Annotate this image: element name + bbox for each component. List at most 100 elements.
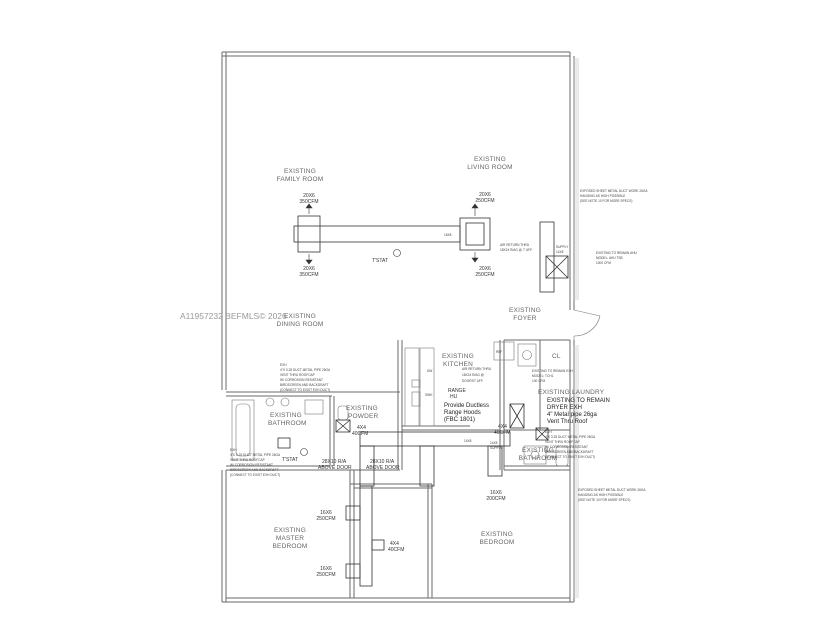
room-laundry: EXISTING LAUNDRY [538, 389, 605, 396]
dryer-note-line3: 4" Metal pipe 26ga [547, 412, 597, 418]
exh-right-line1: EXH [545, 430, 552, 434]
register-laundry-cfm: 40CFM [494, 430, 510, 436]
exh-left-bottom-line5: BIRDSCREEN AND BACKDRAFT [230, 468, 279, 472]
return-2-line3: DOORS7' AFF. [462, 379, 483, 383]
ahu-note-line1: EXISTING TO REMAIN AHU [596, 251, 637, 255]
exh-right-line2: 4"X 3.25 DUCT METAL PIPE 26GA [545, 435, 596, 439]
kitchen-sink: SINK [425, 393, 433, 397]
room-dining-line2: DINING ROOM [277, 321, 324, 328]
room-closet: CL [552, 353, 561, 360]
exh-left-bottom-line4: W/ CORROSION RESISTANT [230, 463, 273, 467]
register-master-1-size: 16X6 [320, 510, 332, 516]
kitchen-range: RANGE [448, 388, 466, 394]
register-master-2-cfm: 250CFM [316, 572, 335, 578]
exh-left-top-line1: EXH [280, 363, 287, 367]
return-2-line2: 18X24 R/AG @ [462, 373, 484, 377]
supply-vert-line1: SUPPLY [556, 245, 569, 249]
exh-left-bottom-line3: VENT THRU ROOFCAP [230, 458, 265, 462]
register-laundry-size: 4X4 [498, 424, 507, 430]
thermostat-label-1: T'STAT [372, 258, 388, 264]
room-foyer-line2: FOYER [513, 315, 536, 322]
hood-note-line3: (FBC 1801) [444, 417, 475, 423]
register-master-4x4-size: 4X4 [390, 541, 399, 547]
ra-left-line2: ABOVE DOOR [318, 465, 352, 471]
supply-right-line2: SUPPLY [490, 446, 503, 450]
kitchen-fixtures [404, 341, 537, 427]
walls [221, 51, 575, 603]
exh-note-1-line3: 100 CFM [532, 379, 545, 383]
exh-left-top-line3: VENT THRU ROOFCAP [280, 373, 315, 377]
kitchen-ref: REF [496, 350, 502, 354]
dryer-note-line2: DRYER EXH [547, 405, 582, 411]
room-bathroom-right-line1: EXISTING [522, 447, 554, 454]
register-master-2-size: 16X6 [320, 566, 332, 572]
room-master-line3: BEDROOM [273, 543, 308, 550]
room-living-line1: EXISTING [474, 156, 506, 163]
ra-right-line2: ABOVE DOOR [366, 465, 400, 471]
room-dining-line1: EXISTING [284, 313, 316, 320]
watermark: A11957232 BEFMLS© 2026 [180, 311, 287, 321]
ra-left-line1: 28X10 R/A [322, 459, 347, 465]
kitchen-dw: DW [427, 369, 432, 373]
return-1-line2: 18X24 R/AG @ 7' AFF. [500, 248, 533, 252]
thermostat-symbols [300, 249, 401, 456]
register-living-top-size: 20X6 [479, 192, 491, 198]
exh-left-top-line2: 4"X 3.25 DUCT METAL PIPE 26GA [280, 368, 331, 372]
duct-main-trunk: 16X8 [444, 233, 452, 237]
room-kitchen-line2: KITCHEN [443, 361, 473, 368]
duct-note-top-line1: EXPOSED SHEET METAL DUCT WORK 26GA [580, 189, 648, 193]
exh-note-1-line2: MODEL: TCH1 [532, 374, 554, 378]
return-1-line1: AIR RETURN THRU [500, 243, 530, 247]
exh-note-1-line1: EXISTING TO REMAIN EXH [532, 369, 573, 373]
duct-note-bottom-line3: (SEE NOTE 10 FOR MORE SPECS) [578, 498, 630, 502]
register-living-top-cfm: 250CFM [475, 198, 494, 204]
room-bedroom-line2: BEDROOM [480, 539, 515, 546]
airflow-arrows [305, 203, 479, 265]
room-bathroom-left-line1: EXISTING [270, 412, 302, 419]
room-powder-line2: POWDER [348, 413, 379, 420]
exh-left-top-line5: BIRDSCREEN AND BACKDRAFT [280, 383, 329, 387]
bathroom-fixtures [231, 397, 569, 467]
hood-note-line1: Provide Ductless [444, 403, 489, 409]
ra-right-line1: 28X10 R/A [370, 459, 395, 465]
foyer-door [573, 309, 601, 340]
room-family-line1: EXISTING [284, 168, 316, 175]
exh-left-bottom-line6: (CONNECT TO EXIST EXH DUCT) [230, 473, 280, 477]
hood-note-line2: Range Hoods [444, 410, 481, 416]
exh-right-line5: BIRDSCREEN AND BACKDRAFT [545, 450, 594, 454]
register-living-bottom-size: 20X6 [479, 266, 491, 272]
register-powder-size: 4X4 [357, 425, 366, 431]
register-powder-cfm: 40CFM [352, 431, 368, 437]
room-powder-line1: EXISTING [346, 405, 378, 412]
duct-note-top-line3: (SEE NOTE 10 FOR MORE SPECS) [580, 199, 632, 203]
register-family-top-cfm: 350CFM [299, 199, 318, 205]
exterior-wall-hatch [573, 58, 579, 598]
duct-kitchen-trunk: 14X8 [464, 439, 472, 443]
ahu-note-line3: 1000 CFM [596, 261, 611, 265]
supply-right-line1: 14X8 [490, 441, 498, 445]
register-master-4x4-cfm: 40CFM [388, 547, 404, 553]
ductwork [277, 215, 569, 587]
room-master-line1: EXISTING [274, 527, 306, 534]
room-foyer-line1: EXISTING [509, 307, 541, 314]
thermostat-label-2: T'STAT [282, 457, 298, 463]
duct-note-bottom-line2: HANGING AS HIGH POSSIBLE [578, 493, 623, 497]
exh-left-bottom-line2: 4"X 3.25 DUCT METAL PIPE 26GA [230, 453, 281, 457]
register-family-bottom-cfm: 350CFM [299, 272, 318, 278]
return-2-line1: AIR RETURN THRU [462, 367, 492, 371]
room-bathroom-right-line2: BATHROOM [519, 455, 558, 462]
exh-right-line4: W/ CORROSION RESISTANT [545, 445, 588, 449]
duct-note-bottom-line1: EXPOSED SHEET METAL DUCT WORK 26GA [578, 488, 646, 492]
room-bedroom-line1: EXISTING [481, 531, 513, 538]
duct-note-top-line2: HANGING AS HIGH POSSIBLE [580, 194, 625, 198]
ahu-note-line2: MODEL: AHU TSB [596, 256, 623, 260]
register-family-top-size: 20X6 [303, 193, 315, 199]
exh-left-top-line4: W/ CORROSION RESISTANT [280, 378, 323, 382]
register-hall-size: 16X6 [490, 490, 502, 496]
dryer-note-line4: Vent Thru Roof [547, 419, 588, 425]
room-bathroom-left-line2: BATHROOM [268, 420, 307, 427]
register-living-bottom-cfm: 250CFM [475, 272, 494, 278]
room-living-line2: LIVING ROOM [467, 164, 513, 171]
exh-right-line6: (CONNECT TO EXIST EXH DUCT) [545, 455, 595, 459]
room-family-line2: FAMILY ROOM [277, 176, 324, 183]
